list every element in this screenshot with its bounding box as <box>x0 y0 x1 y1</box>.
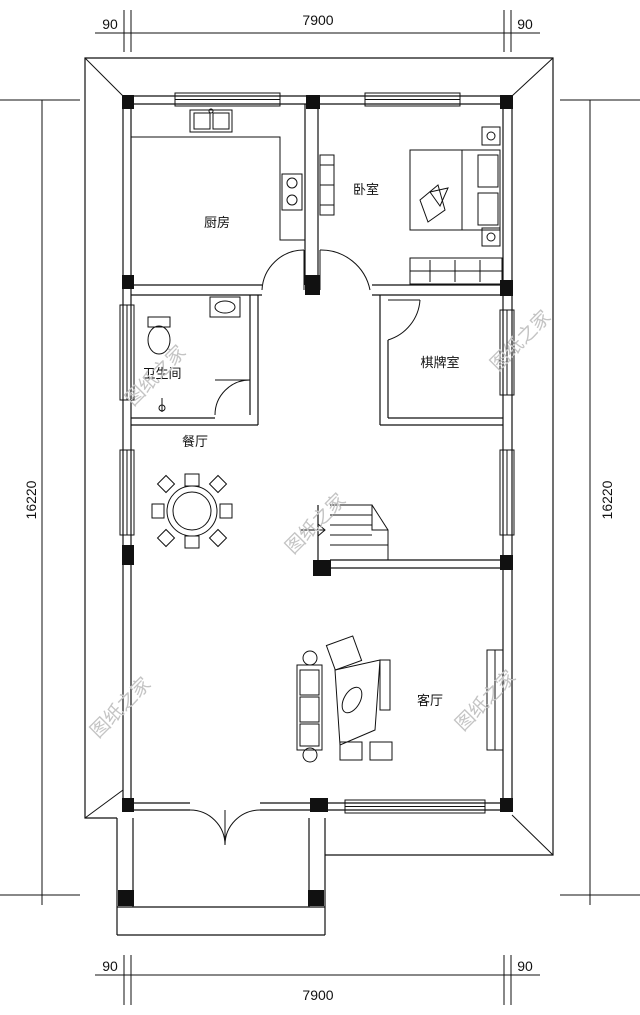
room-labels: 厨房 卧室 卫生间 棋牌室 餐厅 客厅 <box>142 182 459 709</box>
dim-top-left: 90 <box>102 16 118 32</box>
watermark-4: 图纸之家 <box>86 673 155 742</box>
watermarks: 图纸之家 图纸之家 图纸之家 图纸之家 图纸之家 <box>86 306 555 742</box>
dim-top-main: 7900 <box>302 12 333 28</box>
room-label-kitchen: 厨房 <box>204 215 230 231</box>
doors <box>189 249 421 846</box>
right-dimension: 16220 <box>560 99 640 905</box>
dim-top-right: 90 <box>517 16 533 32</box>
dim-left-total: 16220 <box>23 480 39 519</box>
dim-bottom-right: 90 <box>517 958 533 974</box>
windows <box>119 92 515 814</box>
room-label-dining: 餐厅 <box>182 434 208 450</box>
room-label-mahjong: 棋牌室 <box>420 355 459 371</box>
room-label-bedroom: 卧室 <box>353 182 379 198</box>
room-label-bathroom: 卫生间 <box>142 367 181 382</box>
kitchen-fixtures <box>131 108 305 241</box>
columns <box>118 95 513 906</box>
room-label-living: 客厅 <box>417 693 443 709</box>
exterior-walls <box>122 95 513 811</box>
watermark-5: 图纸之家 <box>451 666 520 735</box>
watermark-3: 图纸之家 <box>281 489 350 558</box>
staircase <box>300 504 389 560</box>
bathroom-fixtures <box>147 296 241 412</box>
dim-bottom-left: 90 <box>102 958 118 974</box>
dim-bottom-main: 7900 <box>302 987 333 1003</box>
left-dimension: 16220 <box>0 99 80 905</box>
bottom-dimension: 90 7900 90 <box>95 955 540 1005</box>
dim-right-total: 16220 <box>599 480 615 519</box>
top-dimension: 90 7900 90 <box>95 10 540 52</box>
dining-table <box>151 473 233 549</box>
interior-walls <box>131 104 503 569</box>
living-room-sofa <box>296 635 504 763</box>
bedroom-furniture <box>319 126 503 285</box>
watermark-2: 图纸之家 <box>486 306 555 375</box>
roof-outline <box>84 57 554 856</box>
porch <box>116 818 326 936</box>
